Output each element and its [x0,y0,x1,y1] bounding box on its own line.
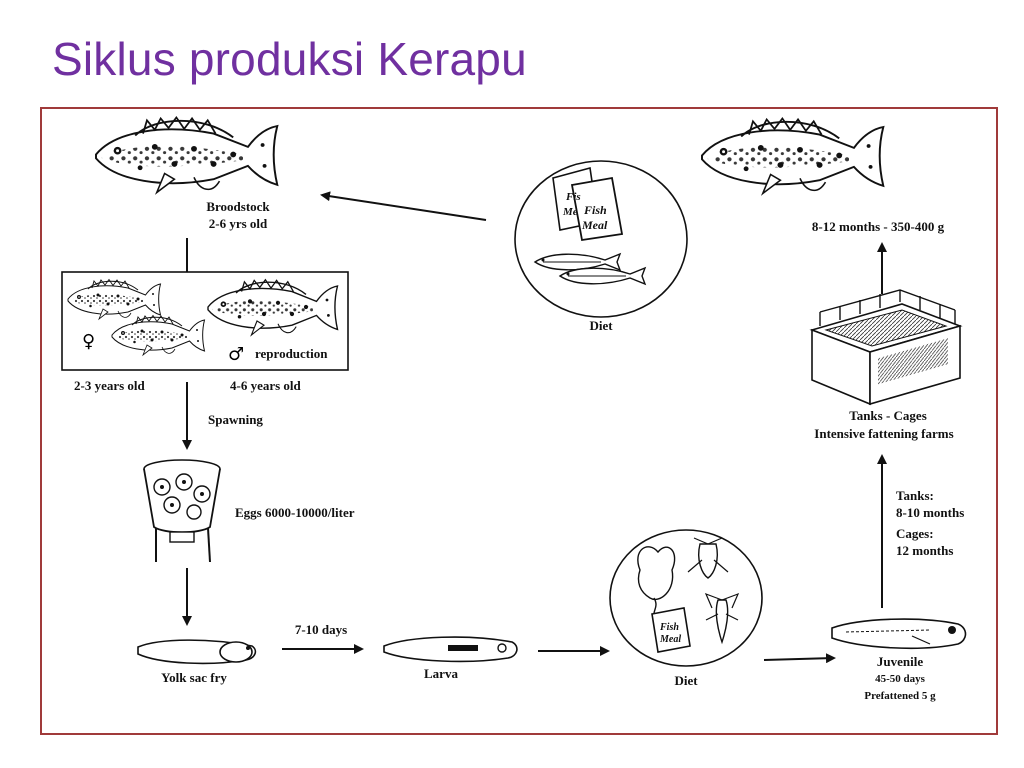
farm-description-label: Intensive fattening farms [814,426,953,441]
broodstock-label: Broodstock [206,199,270,214]
female-age-label: 2-3 years old [74,378,146,393]
fishmeal-bag-small-icon [651,607,691,653]
broodstock-age-label: 2-6 yrs old [209,216,268,231]
larva-label: Larva [424,666,458,681]
diet-bottom-label: Diet [674,673,698,688]
cages-label: Cages: [896,526,934,541]
tanks-months-label: 8-10 months [896,505,964,520]
market-size-label: 8-12 months - 350-400 g [812,219,945,234]
yolk-sac-fry-label: Yolk sac fry [161,670,227,685]
bag-small-line2: Meal [659,634,681,645]
spawning-label: Spawning [208,412,263,427]
artemia-icon [704,592,740,645]
bag2-line2: Meal [581,218,608,232]
male-age-label: 4-6 years old [230,378,302,393]
arrow-diet-to-juvenile [763,653,836,664]
juvenile-weight-label: Prefattened 5 g [864,690,936,702]
fishmeal-bag-icon [552,166,624,242]
tank-cage-icon [809,289,963,406]
diet-top-label: Diet [589,318,613,333]
egg-incubator-icon [143,459,221,563]
juvenile-fish-icon [831,618,967,650]
female-symbol: ♀ [82,331,95,352]
reproduction-label: reproduction [255,346,328,361]
yolk-sac-fry-icon [137,639,257,665]
bag2-line1: Fish [583,203,607,217]
days-7-10-label: 7-10 days [295,622,347,637]
arrow-diet-to-broodstock [320,191,487,221]
slide-title: Siklus produksi Kerapu [52,33,527,85]
bag-small-line1: Fish [659,622,679,633]
diet-fishmeal-group: Fis Me Fish Meal [514,160,688,318]
male-symbol: ♂ [228,344,244,365]
diagram-frame [40,107,998,735]
eggs-density-label: Eggs 6000-10000/liter [235,505,355,520]
copepod-icon [687,537,729,579]
bag1-line1: Fis [565,191,581,203]
diet-live-feed-group: Fish Meal [609,529,763,667]
larva-icon [383,636,518,663]
cages-months-label: 12 months [896,543,953,558]
bag1-line2: Me [562,206,578,218]
farm-type-label: Tanks - Cages [849,408,927,423]
broodstock-fish-icon [95,116,279,194]
juvenile-days-label: 45-50 days [875,673,926,685]
tanks-label: Tanks: [896,488,934,503]
market-fish-icon [701,117,885,195]
juvenile-label: Juvenile [877,654,923,669]
